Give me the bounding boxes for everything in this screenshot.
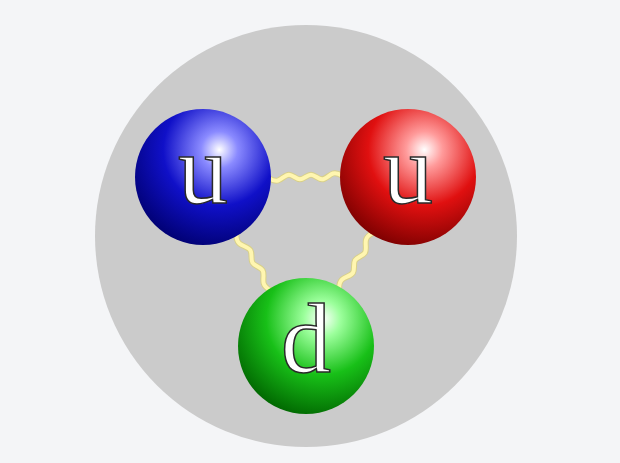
gluon-edge (267, 173, 344, 181)
gluon-edge (236, 232, 272, 292)
gluon-core (236, 232, 272, 292)
quark-label: u (178, 120, 228, 220)
gluon-core (339, 232, 375, 291)
quark-disc (340, 109, 476, 245)
proton-disc (95, 25, 517, 447)
quark-circle: d (238, 278, 374, 414)
quark-circle: u (135, 109, 271, 245)
quark-circle: u (340, 109, 476, 245)
quark-label: d (281, 289, 331, 389)
gluon-line (267, 173, 344, 181)
quark-disc (135, 109, 271, 245)
quark-label: u (383, 120, 433, 220)
gluon-edge (339, 232, 375, 291)
gluon-core (267, 173, 344, 181)
gluon-line (236, 232, 272, 292)
gluon-line (339, 232, 375, 291)
quark-disc (238, 278, 374, 414)
